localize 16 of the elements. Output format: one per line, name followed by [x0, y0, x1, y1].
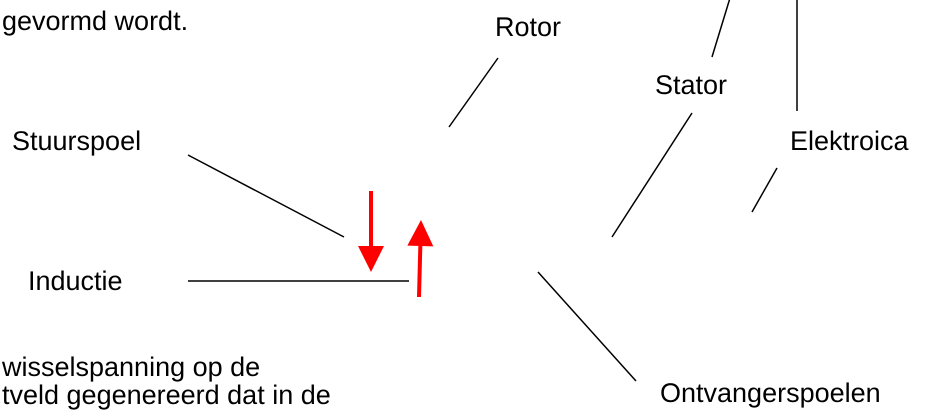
- leader-line: [711, 0, 731, 58]
- leader-line: [796, 0, 798, 111]
- part-label: Ontvangerspoelen: [660, 378, 881, 408]
- leader-line: [751, 168, 778, 212]
- leader-line: [537, 272, 637, 382]
- body-text: wisselspanning op de: [2, 352, 260, 382]
- part-label: Stuurspoel: [12, 126, 142, 156]
- leader-line: [188, 280, 409, 282]
- leader-line: [611, 112, 693, 238]
- part-label: Inductie: [28, 266, 123, 296]
- part-label: Rotor: [495, 12, 562, 42]
- part-label: Stator: [655, 70, 728, 100]
- part-label: Elektroica: [790, 126, 909, 156]
- body-text: gevormd wordt.: [2, 6, 188, 36]
- leader-line: [188, 154, 344, 238]
- leader-line: [448, 58, 499, 128]
